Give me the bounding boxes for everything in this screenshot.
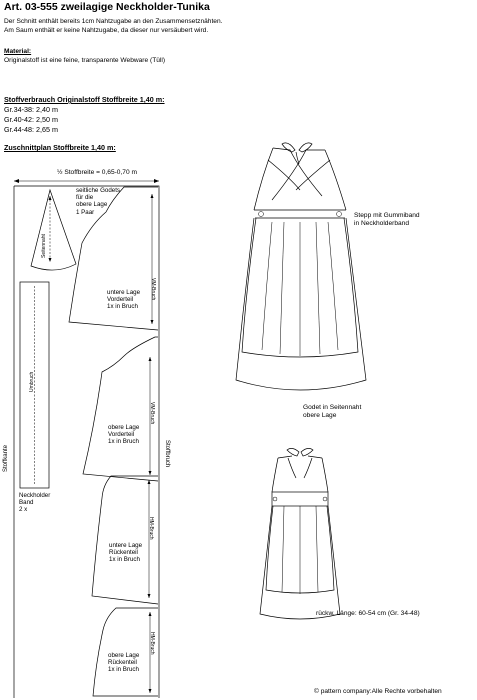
front-upper-piece [82,336,159,482]
selvedge-label: Stoffkante [3,445,9,472]
front-lower-piece [68,186,159,331]
front-view-garment [235,142,367,391]
half-width-arrow [14,179,159,183]
front-upper-fold-label: VM-Bruch [149,402,155,425]
front-lower-fold-label: VM-Bruch [150,278,156,301]
back-lower-fold-label: HM-Bruch [148,517,154,540]
fabric-usage-row: Gr.44-48: 2,65 m [4,125,58,134]
half-width-label: ½ Stoffbreite = 0,65-0,70 m [57,169,137,176]
fabric-usage-heading: Stoffverbrauch Originalstoff Stoffbreite… [4,95,165,104]
back-view-garment [259,448,341,620]
copyright-text: © pattern company: [314,688,372,695]
back-upper-piece [92,607,158,697]
back-length-note: rückw. Länge: 60-54 cm (Gr. 34-48) [316,610,420,617]
godet-seam-label: Seitennaht [41,234,47,258]
back-lower-piece [91,475,159,605]
fabric-usage-row: Gr.34-38: 2,40 m [4,105,58,114]
neckholder-stitch-note: Stepp mit Gummiband in Neckholderband [354,212,420,227]
material-heading: Material: [4,48,32,55]
neckholder-fold-label: Umbruch [29,371,35,392]
back-lower-label: untere Lage Rückenteil 1x in Bruch [109,542,143,564]
cutting-plan-heading: Zuschnittplan Stoffbreite 1,40 m: [4,143,116,152]
fabric-fold-label: Stoffbruch [164,440,170,468]
back-upper-fold-label: HM-Bruch [149,632,155,655]
page-title: Art. 03-555 zweilagige Neckholder-Tunika [4,1,210,13]
material-text: Originalstoff ist eine feine, transparen… [4,57,166,64]
godet-seam-note: Godet in Seitennaht obere Lage [303,404,362,419]
fabric-usage-row: Gr.40-42: 2,50 m [4,115,58,124]
godet-piece [30,188,77,271]
intro-line-2: Am Saum enthält er keine Nahtzugabe, da … [4,27,209,34]
rights-text: Alle Rechte vorbehalten [371,688,442,695]
godet-label: seitliche Godets für die obere Lage 1 Pa… [76,187,121,216]
back-upper-label: obere Lage Rückenteil 1x in Bruch [108,652,140,674]
front-lower-label: untere Lage Vorderteil 1x in Bruch [107,289,141,311]
footer-copyright: © pattern company:Alle Rechte vorbehalte… [314,688,442,696]
neckholder-band-piece [19,281,50,489]
fabric-frame [13,185,160,698]
neckholder-label: Neckholder Band 2 x [19,492,51,514]
intro-line-1: Der Schnitt enthält bereits 1cm Nahtzuga… [4,18,223,25]
front-upper-label: obere Lage Vorderteil 1x in Bruch [108,424,140,446]
